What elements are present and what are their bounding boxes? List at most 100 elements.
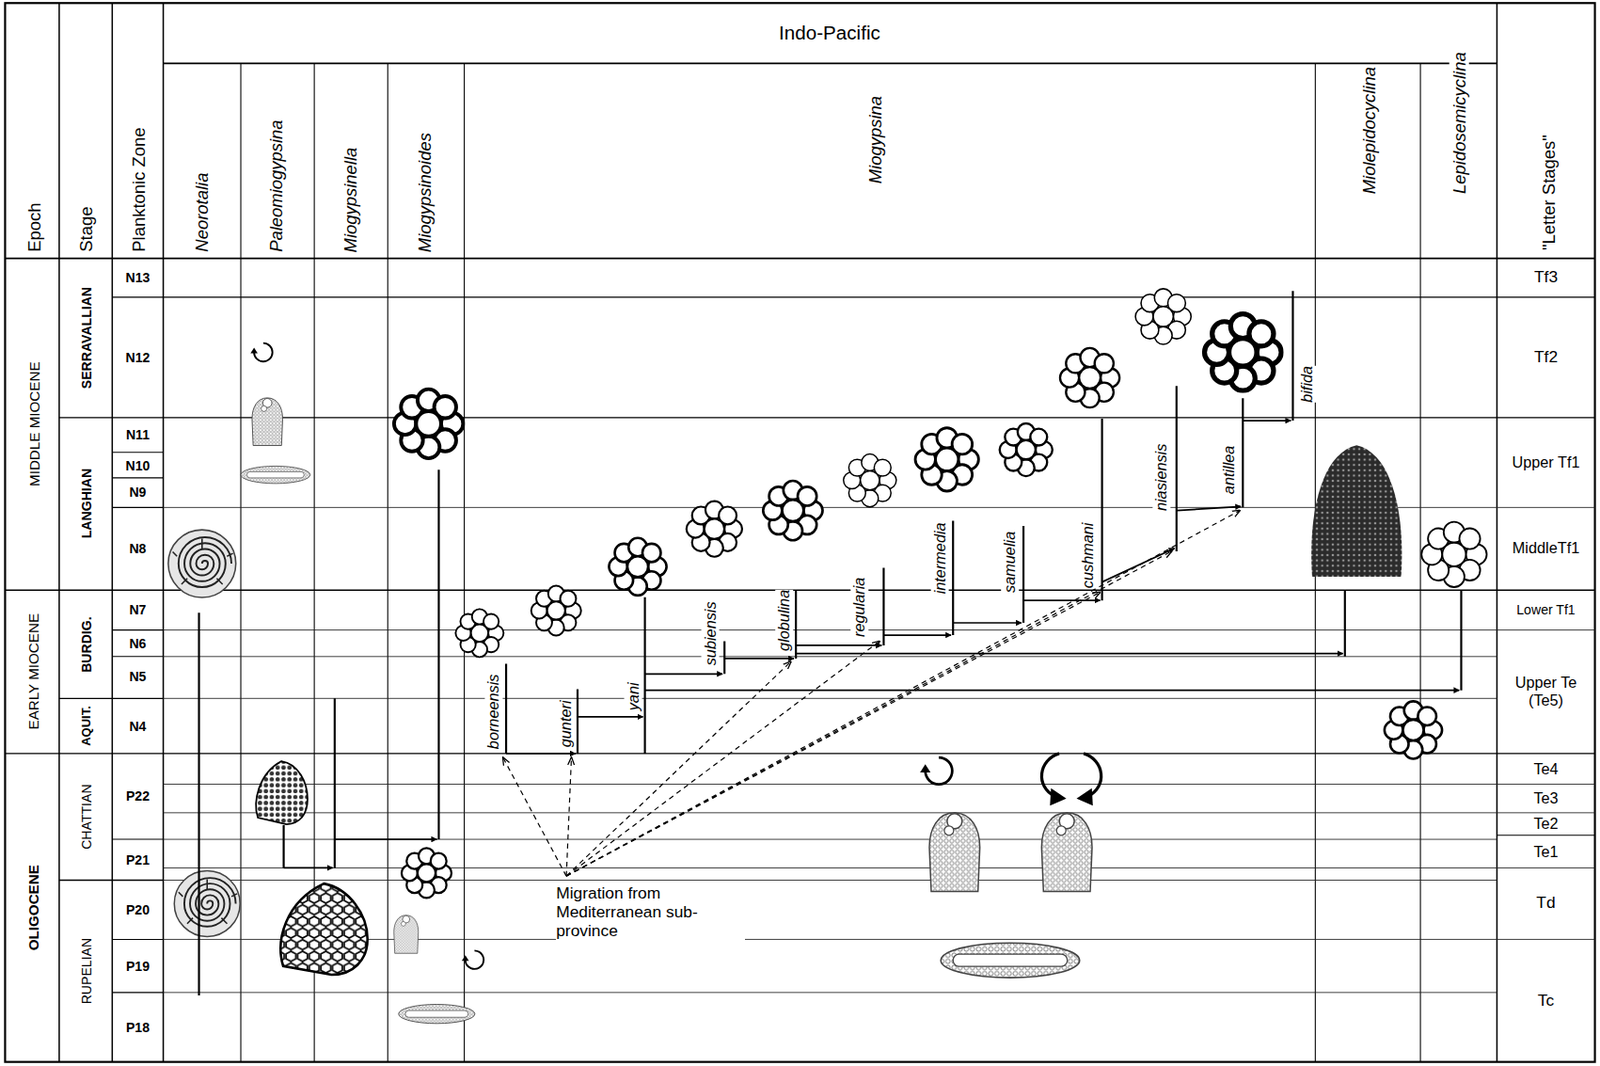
- species-name: antillea: [1220, 445, 1239, 495]
- zone-label: N9: [128, 484, 146, 500]
- species-name: bifida: [1298, 365, 1316, 403]
- migration-arrows: [503, 510, 1240, 877]
- lineage-arrows: [645, 689, 1460, 692]
- species-name: borneensis: [485, 674, 504, 750]
- fossil-figures: [1135, 288, 1191, 345]
- zone-label: N11: [126, 427, 150, 443]
- stage-label: RUPELIAN: [79, 937, 95, 1005]
- stage-label: SERRAVALLIAN: [79, 286, 95, 389]
- fossil-figures: [531, 585, 582, 635]
- species-name: subiensis: [701, 601, 720, 666]
- fossil-figures: [174, 871, 240, 937]
- epoch-label: OLIGOCENE: [25, 864, 42, 951]
- fossil-figures: [686, 501, 743, 557]
- fossil-figures: [455, 608, 504, 657]
- grid-lines: [4, 2, 1595, 1062]
- stage-label: BURDIG.: [79, 616, 95, 673]
- fossil-figures: [1421, 522, 1487, 587]
- lineage-arrows: [577, 715, 643, 718]
- migration-arrows: [566, 510, 1240, 877]
- fossil-figures: [394, 389, 463, 459]
- zone-label: N6: [128, 635, 146, 651]
- stage-label: AQUIT.: [79, 705, 95, 746]
- zone-label: P18: [126, 1019, 150, 1035]
- grid-lines: [4, 63, 1595, 258]
- fossil-figures: [1049, 788, 1066, 806]
- migration-arrows: [566, 591, 1100, 876]
- lineage-arrows: [1242, 419, 1291, 422]
- column-header: Stage: [77, 206, 97, 253]
- fossil-figures: [929, 812, 981, 892]
- grid-lines: [4, 2, 1595, 1062]
- fossil-figures: [1076, 788, 1093, 806]
- column-header: Epoch: [23, 203, 44, 253]
- lineage-arrows: [334, 838, 437, 840]
- letter-stage: Te1: [1533, 842, 1558, 861]
- fossil-figures: [1060, 348, 1120, 408]
- fossil-figures: [461, 950, 484, 969]
- lineage-arrows: [795, 652, 1343, 655]
- grid-lines: [59, 2, 1498, 1062]
- letter-stage: Te2: [1533, 814, 1558, 833]
- lineage-arrows: [952, 621, 1022, 624]
- lineage-arrows: [724, 657, 794, 660]
- zone-label: N10: [126, 458, 151, 474]
- column-header: "Letter Stages": [1538, 134, 1559, 251]
- fossil-figures: [250, 343, 272, 363]
- letter-stage: Upper Te (Te5): [1502, 673, 1589, 709]
- range-lines: [199, 290, 1462, 996]
- epoch-label: EARLY MIOCENE: [25, 613, 42, 730]
- fossil-figures: [1204, 314, 1283, 392]
- column-header: Miolepidocyclina: [1359, 66, 1379, 194]
- letter-stage: Tf2: [1534, 348, 1558, 367]
- fossil-figures: [999, 423, 1053, 476]
- fossil-figures: [398, 1004, 476, 1024]
- species-name: globulina: [775, 589, 793, 651]
- species-name: yani: [623, 681, 642, 711]
- species-name: intermedia: [931, 522, 950, 595]
- lineage-arrows: [1023, 599, 1100, 602]
- species-name: regularia: [850, 577, 869, 637]
- lineage-arrows: [645, 672, 723, 675]
- zone-label: N4: [128, 718, 146, 734]
- zone-label: N12: [126, 349, 151, 365]
- lineage-arrows: [1102, 548, 1175, 583]
- migration-arrows: [566, 641, 880, 877]
- zone-label: P19: [126, 958, 150, 974]
- fossil-figures: [240, 465, 311, 483]
- species-name: niasiensis: [1152, 443, 1171, 510]
- fossil-figures: [394, 915, 419, 954]
- fossil-figures: [608, 538, 666, 596]
- column-header: Lepidosemicyclina: [1449, 52, 1470, 195]
- lineage-arrows: [883, 633, 951, 636]
- grid-lines: [240, 63, 1421, 1062]
- fossil-figures: [940, 942, 1080, 978]
- lineage-arrows: [506, 752, 576, 755]
- column-header: Miogypsinoides: [414, 132, 435, 253]
- species-name: cushmani: [1078, 522, 1097, 588]
- fossil-figures: [1384, 700, 1442, 759]
- letter-stage: Tf3: [1534, 268, 1558, 287]
- fossil-figures: [252, 397, 284, 446]
- letter-stage: Td: [1536, 893, 1555, 913]
- fossil-figures: [762, 480, 823, 540]
- column-header: Paleomiogypsina: [265, 120, 286, 253]
- zone-label: N7: [128, 601, 146, 618]
- fossil-figures: [915, 427, 979, 492]
- fossil-figures: [843, 454, 897, 507]
- fossil-figures: [1041, 753, 1060, 797]
- grid-lines: [4, 297, 1595, 881]
- column-header: Miogypsina: [865, 95, 886, 184]
- range-lines: [199, 290, 1462, 996]
- letter-stage: Te3: [1533, 789, 1558, 808]
- lineage-arrows: [284, 867, 333, 870]
- fossil-figures: [919, 757, 952, 785]
- zone-label: P21: [126, 852, 150, 868]
- zone-label: P20: [126, 902, 150, 918]
- fossil-figures: [255, 760, 308, 824]
- lineage-arrows: [284, 420, 1460, 868]
- letter-stage: Te4: [1533, 760, 1558, 778]
- fossil-figures: [168, 529, 237, 598]
